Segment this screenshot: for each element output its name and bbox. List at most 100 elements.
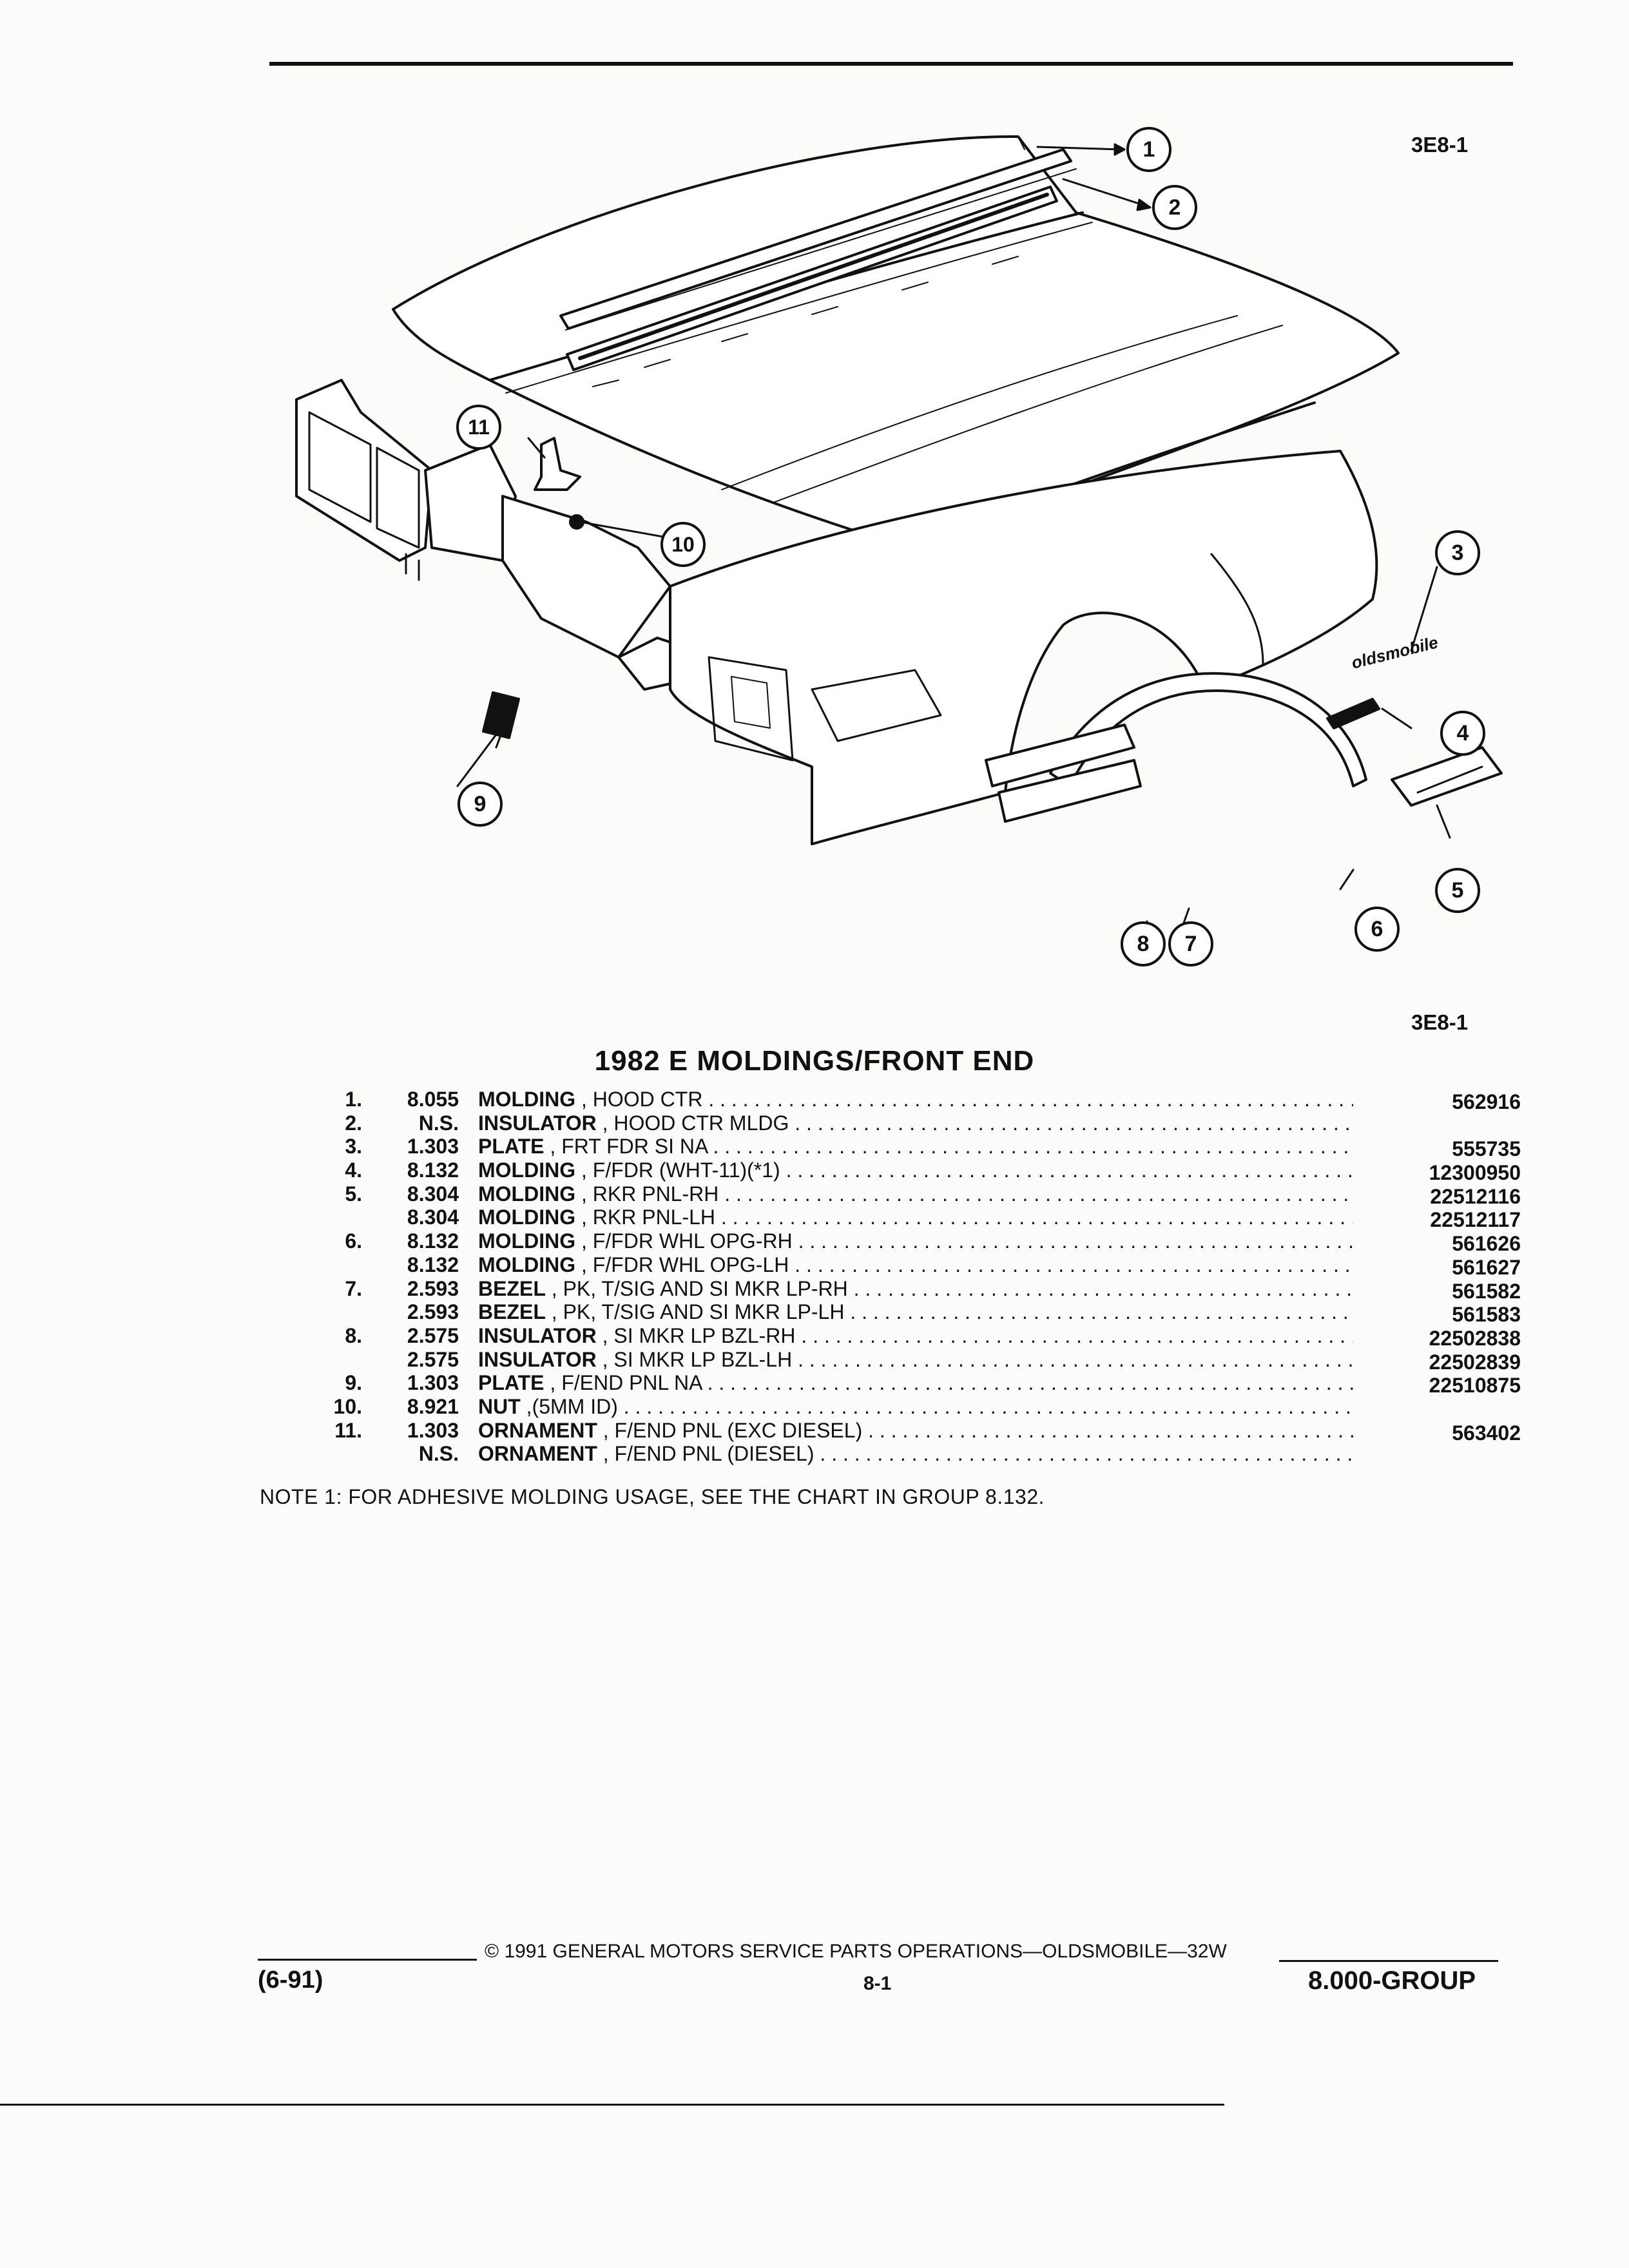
part-name: BEZEL: [478, 1276, 546, 1300]
header-rule: [269, 62, 1513, 66]
part-number: 563402: [1452, 1421, 1521, 1445]
part-name: INSULATOR: [478, 1323, 597, 1347]
svg-text:1: 1: [1143, 137, 1155, 162]
svg-text:7: 7: [1185, 932, 1197, 956]
part-detail: , FRT FDR SI NA: [550, 1135, 708, 1158]
part-description: MOLDING , RKR PNL-RH: [478, 1182, 1353, 1206]
figure-ref-top: 3E8-1: [1411, 133, 1469, 157]
part-name: INSULATOR: [478, 1111, 597, 1135]
part-detail: , RKR PNL-LH: [581, 1206, 716, 1229]
part-name: MOLDING: [478, 1253, 576, 1276]
part-number: 562916: [1452, 1090, 1521, 1113]
parts-row: 6. 8.132 MOLDING , F/FDR WHL OPG-RH 561626: [322, 1229, 1521, 1256]
exploded-parts-diagram: oldsmobile 1 2 3 4 5 6 7 8 9 10 11: [295, 127, 1503, 966]
svg-text:2: 2: [1169, 195, 1181, 220]
part-description: ORNAMENT , F/END PNL (EXC DIESEL): [478, 1419, 1353, 1442]
part-description: MOLDING , F/FDR WHL OPG-RH: [478, 1229, 1353, 1253]
part-description: ORNAMENT , F/END PNL (DIESEL): [478, 1442, 1353, 1465]
figure-ref-bottom: 3E8-1: [1411, 1010, 1469, 1034]
copyright-line: © 1991 GENERAL MOTORS SERVICE PARTS OPER…: [485, 1941, 1227, 1962]
part-detail: , F/END PNL (DIESEL): [602, 1442, 815, 1466]
section-title: 1982 E MOLDINGS/FRONT END: [594, 1045, 1035, 1077]
group-number: 1.303: [407, 1135, 459, 1158]
part-description: MOLDING , F/FDR (WHT-11)(*1): [478, 1158, 1353, 1182]
callout-11: 11: [456, 405, 501, 450]
part-detail: ,(5MM ID): [526, 1394, 618, 1418]
part-number: 561627: [1452, 1255, 1521, 1279]
svg-text:6: 6: [1371, 917, 1383, 941]
item-number: 6.: [345, 1229, 362, 1253]
part-name: MOLDING: [478, 1229, 576, 1253]
svg-text:5: 5: [1452, 878, 1464, 903]
part-description: MOLDING , F/FDR WHL OPG-LH: [478, 1253, 1353, 1276]
group-number: 1.303: [407, 1371, 459, 1395]
group-number: 8.132: [407, 1229, 459, 1253]
part-description: BEZEL , PK, T/SIG AND SI MKR LP-LH: [478, 1300, 1353, 1323]
callout-5: 5: [1435, 868, 1480, 913]
callout-6: 6: [1354, 907, 1400, 952]
svg-text:3: 3: [1452, 541, 1464, 565]
part-detail: , F/END PNL (EXC DIESEL): [602, 1418, 863, 1442]
callout-1: 1: [1126, 127, 1171, 172]
part-description: NUT ,(5MM ID): [478, 1395, 1353, 1418]
wheel-opening-molding: [1049, 672, 1367, 787]
part-description: BEZEL , PK, T/SIG AND SI MKR LP-RH: [478, 1277, 1353, 1300]
group-number: 8.304: [407, 1182, 459, 1206]
parts-row: N.S. ORNAMENT , F/END PNL (DIESEL): [322, 1442, 1521, 1466]
part-name: PLATE: [478, 1135, 545, 1158]
part-name: MOLDING: [478, 1206, 576, 1229]
usage-note: NOTE 1: FOR ADHESIVE MOLDING USAGE, SEE …: [260, 1485, 1045, 1508]
group-number: 8.055: [407, 1088, 459, 1111]
footer-rule-right: [1279, 1960, 1498, 1962]
hood-insulator: [566, 186, 1058, 371]
nameplate-text: oldsmobile: [1349, 633, 1440, 673]
part-name: PLATE: [478, 1371, 545, 1395]
callout-3: 3: [1435, 530, 1480, 575]
item-number: 3.: [345, 1135, 362, 1158]
footer-rule-left: [258, 1959, 477, 1961]
group-number: N.S.: [418, 1442, 459, 1466]
item-number: 10.: [333, 1394, 362, 1418]
group-number: 2.593: [407, 1276, 459, 1300]
callout-10: 10: [660, 522, 706, 567]
part-description: INSULATOR , HOOD CTR MLDG: [478, 1111, 1353, 1135]
part-name: NUT: [478, 1394, 521, 1418]
parts-row: 7. 2.593 BEZEL , PK, T/SIG AND SI MKR LP-R…: [322, 1276, 1521, 1303]
part-number: 561626: [1452, 1232, 1521, 1256]
parts-row: 11. 1.303 ORNAMENT , F/END PNL (EXC DIESEL…: [322, 1418, 1521, 1445]
item-number: 7.: [345, 1276, 362, 1300]
callout-leaders: [456, 143, 1451, 955]
side-marker-bezel: [985, 724, 1142, 823]
parts-row: 3. 1.303 PLATE , FRT FDR SI NA 555735: [322, 1135, 1521, 1161]
callout-9: 9: [458, 782, 503, 827]
svg-text:11: 11: [468, 416, 490, 439]
callout-7: 7: [1168, 921, 1213, 966]
part-number: 555735: [1452, 1137, 1521, 1161]
part-description: PLATE , F/END PNL NA: [478, 1371, 1353, 1394]
part-detail: , RKR PNL-RH: [581, 1182, 719, 1206]
part-detail: , SI MKR LP BZL-RH: [602, 1323, 796, 1347]
item-number: 5.: [345, 1182, 362, 1206]
svg-text:10: 10: [671, 533, 695, 556]
item-number: 11.: [334, 1418, 362, 1442]
part-detail: , F/FDR WHL OPG-RH: [581, 1229, 793, 1253]
part-detail: , HOOD CTR: [581, 1088, 703, 1111]
part-name: ORNAMENT: [478, 1442, 597, 1466]
callout-2: 2: [1152, 185, 1197, 230]
group-number: 2.575: [407, 1347, 459, 1371]
group-number: 2.575: [407, 1323, 459, 1347]
group-label: 8.000-GROUP: [1308, 1966, 1476, 1995]
part-detail: , PK, T/SIG AND SI MKR LP-RH: [551, 1276, 848, 1300]
group-number: 1.303: [407, 1418, 459, 1442]
panel-nameplate: [482, 691, 520, 739]
part-name: BEZEL: [478, 1300, 546, 1324]
